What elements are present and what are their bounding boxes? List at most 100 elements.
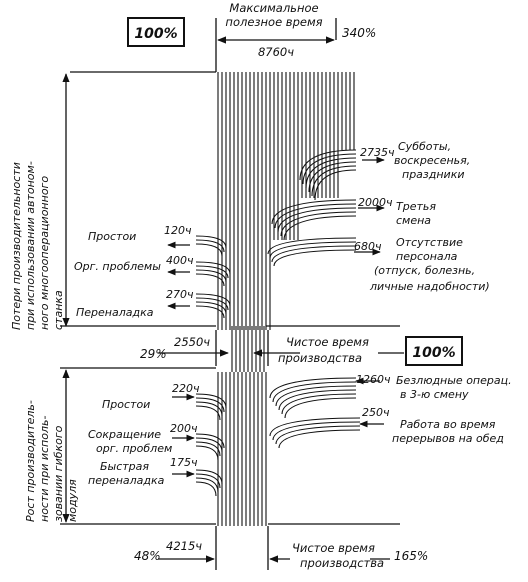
branch-stripe-downtime bbox=[195, 243, 223, 257]
svg-text:орг. проблем: орг. проблем bbox=[96, 442, 172, 455]
svg-text:Рост производитель-: Рост производитель- bbox=[24, 400, 37, 522]
branch-stripe-downtime bbox=[195, 239, 225, 253]
branch-stripe-weekends bbox=[308, 161, 357, 193]
gain-stripe-downtime bbox=[195, 397, 225, 413]
middle-pct-left: 29% bbox=[140, 347, 167, 361]
svg-text:модуля: модуля bbox=[66, 479, 79, 522]
top-title-line2: полезное время bbox=[225, 15, 322, 29]
gain-unmanned-shift: 1260ч Безлюдные операц. в 3-ю смену bbox=[355, 373, 512, 401]
svg-text:1260ч: 1260ч bbox=[356, 373, 391, 386]
top-title-line1: Максимальное bbox=[229, 1, 318, 15]
middle-hours: 2550ч bbox=[174, 335, 210, 349]
gain-stripe-lunch bbox=[272, 421, 361, 441]
loss-absence: 680ч Отсутствие персонала (отпуск, болез… bbox=[354, 236, 490, 293]
svg-text:Сокращение: Сокращение bbox=[88, 428, 161, 441]
svg-text:120ч: 120ч bbox=[164, 224, 192, 237]
svg-text:Переналадка: Переналадка bbox=[76, 306, 154, 319]
svg-text:2000ч: 2000ч bbox=[358, 196, 393, 209]
middle-badge-box bbox=[405, 336, 463, 366]
branch-stripe-org bbox=[195, 261, 231, 275]
svg-text:2735ч: 2735ч bbox=[360, 146, 395, 159]
branch-stripe-changeover bbox=[195, 293, 231, 307]
branch-stripe-weekends bbox=[299, 149, 357, 181]
gain-stripe-downtime bbox=[195, 393, 227, 409]
branch-stripe-changeover bbox=[195, 305, 225, 319]
svg-text:Простои: Простои bbox=[102, 398, 150, 411]
gain-stripe-unmanned bbox=[272, 381, 357, 403]
top-badge-box bbox=[127, 17, 185, 47]
middle-label-line2: производства bbox=[278, 351, 362, 365]
gain-lunch-breaks: 250ч Работа во время перерывов на обед bbox=[359, 406, 504, 445]
svg-text:Быстрая: Быстрая bbox=[100, 460, 149, 473]
gain-stripe-org bbox=[195, 433, 225, 449]
svg-text:Простои: Простои bbox=[88, 230, 136, 243]
svg-text:200ч: 200ч bbox=[170, 422, 198, 435]
bottom-pct-left: 48% bbox=[134, 549, 161, 563]
gain-stripe-lunch bbox=[278, 429, 361, 449]
branch-stripe-absence bbox=[267, 237, 357, 255]
svg-text:Орг. проблемы: Орг. проблемы bbox=[74, 260, 161, 273]
svg-text:250ч: 250ч bbox=[362, 406, 390, 419]
branch-stripe-weekends bbox=[305, 157, 357, 189]
branch-stripe-weekends bbox=[311, 165, 357, 197]
svg-text:станка: станка bbox=[52, 290, 65, 330]
svg-text:270ч: 270ч bbox=[166, 288, 194, 301]
loss-changeover: Переналадка 270ч bbox=[76, 288, 194, 319]
branch-stripe-changeover bbox=[195, 301, 227, 315]
gain-downtime: Простои 220ч bbox=[102, 382, 200, 411]
loss-org-problems: Орг. проблемы 400ч bbox=[74, 254, 194, 276]
top-badge: 100% bbox=[134, 26, 177, 42]
branch-stripe-downtime bbox=[195, 235, 227, 249]
svg-text:ности при исполь-: ности при исполь- bbox=[38, 416, 51, 522]
svg-text:175ч: 175ч bbox=[170, 456, 198, 469]
branch-stripe-changeover bbox=[195, 297, 229, 311]
loss-weekends: 2735ч Субботы, воскресенья, праздники bbox=[360, 140, 470, 181]
svg-text:Субботы,: Субботы, bbox=[398, 140, 451, 153]
svg-text:при использовании автоном-: при использовании автоном- bbox=[24, 161, 37, 330]
branch-stripe-weekends bbox=[314, 169, 357, 201]
top-hours: 8760ч bbox=[258, 45, 294, 59]
svg-text:воскресенья,: воскресенья, bbox=[394, 154, 470, 167]
middle-badge: 100% bbox=[412, 345, 455, 361]
gain-stripe-unmanned bbox=[269, 377, 357, 399]
gain-stripe-downtime bbox=[195, 405, 221, 421]
gain-stripe-changeover bbox=[195, 481, 217, 497]
gain-stripe-unmanned bbox=[278, 389, 357, 411]
branch-stripe-third-shift bbox=[274, 203, 357, 229]
loss-downtime: Простои 120ч bbox=[88, 224, 192, 249]
flow-stripes bbox=[195, 72, 361, 526]
branch-stripe-org bbox=[195, 273, 225, 287]
svg-text:в 3-ю смену: в 3-ю смену bbox=[400, 388, 469, 401]
bottom-hours: 4215ч bbox=[166, 539, 202, 553]
branch-stripe-org bbox=[195, 269, 227, 283]
svg-text:личные надобности): личные надобности) bbox=[369, 280, 490, 293]
bottom-label-line2: производства bbox=[300, 556, 384, 570]
svg-text:персонала: персонала bbox=[396, 250, 458, 263]
gain-stripe-lunch bbox=[275, 425, 361, 445]
svg-text:Третья: Третья bbox=[396, 200, 436, 213]
branch-stripe-third-shift bbox=[283, 215, 357, 241]
bottom-bracket-label: Рост производитель- ности при исполь- зо… bbox=[24, 400, 79, 522]
branch-stripe-absence bbox=[269, 241, 357, 259]
svg-text:Работа во время: Работа во время bbox=[400, 418, 496, 431]
bottom-label-line1: Чистое время bbox=[292, 541, 375, 555]
top-bracket-label: Потери производительности при использова… bbox=[10, 161, 65, 330]
branch-stripe-third-shift bbox=[277, 207, 357, 233]
gain-stripe-org bbox=[195, 445, 219, 461]
svg-text:перерывов на обед: перерывов на обед bbox=[392, 432, 504, 445]
branch-stripe-absence bbox=[273, 249, 357, 267]
branch-stripe-third-shift bbox=[271, 199, 357, 225]
branch-stripe-weekends bbox=[302, 153, 357, 185]
frame-lines bbox=[60, 18, 400, 570]
gain-stripe-unmanned bbox=[281, 393, 357, 415]
gain-stripe-org bbox=[195, 437, 223, 453]
gain-stripe-changeover bbox=[195, 477, 219, 493]
svg-text:Потери производительности: Потери производительности bbox=[10, 162, 23, 330]
svg-text:зовании гибкого: зовании гибкого bbox=[52, 425, 65, 522]
gain-stripe-lunch bbox=[269, 417, 361, 437]
gain-stripe-changeover bbox=[195, 473, 221, 489]
branch-stripe-third-shift bbox=[280, 211, 357, 237]
loss-third-shift: 2000ч Третья смена bbox=[358, 196, 436, 227]
gain-org-problems: Сокращение орг. проблем 200ч bbox=[88, 422, 198, 455]
